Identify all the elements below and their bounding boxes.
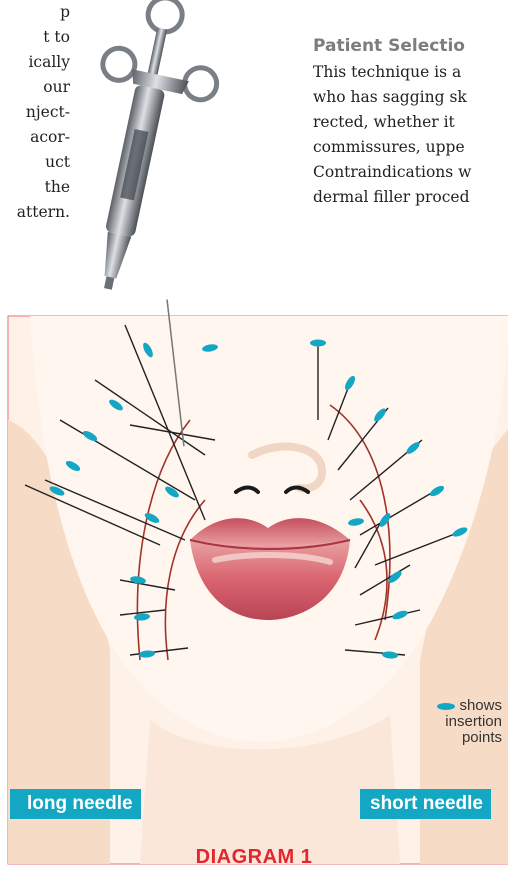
long-needle-label: long needle	[10, 789, 141, 819]
legend-line: points	[430, 730, 502, 746]
syringe-tip	[99, 232, 132, 280]
syringe-finger-ring-left	[100, 45, 138, 83]
short-needle-label: short needle	[360, 789, 491, 819]
insertion-legend: shows insertion points	[430, 698, 502, 746]
legend-line: insertion	[430, 714, 502, 730]
diagram-caption: DIAGRAM 1	[0, 846, 508, 869]
insertion-dot-icon	[437, 703, 455, 710]
legend-line: shows	[459, 697, 502, 714]
